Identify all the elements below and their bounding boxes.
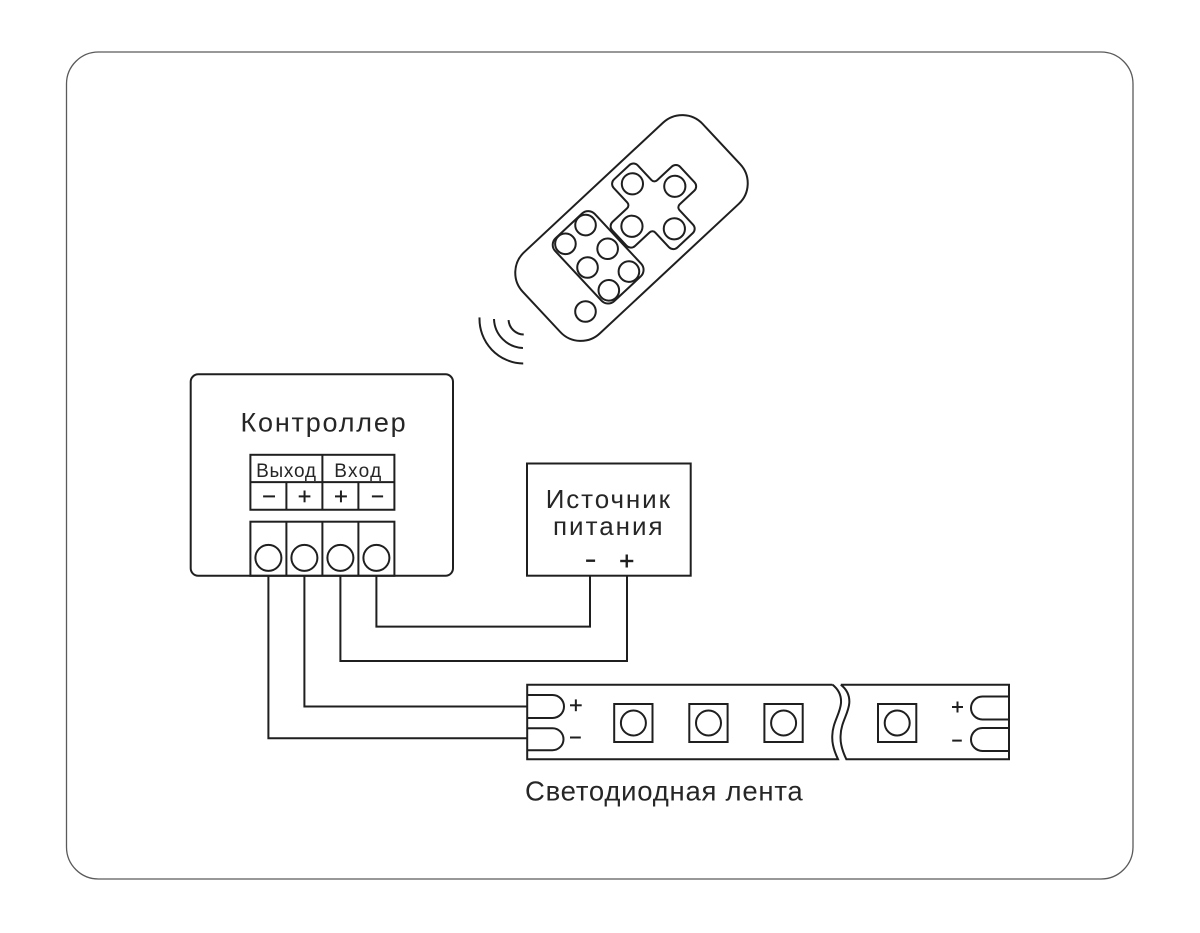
svg-text:Вход: Вход [334, 461, 382, 482]
svg-text:Светодиодная лента: Светодиодная лента [525, 776, 803, 807]
svg-text:Выход: Выход [256, 461, 317, 482]
svg-text:Контроллер: Контроллер [240, 408, 407, 438]
svg-text:питания: питания [553, 511, 665, 541]
svg-text:Источник: Источник [546, 484, 672, 514]
